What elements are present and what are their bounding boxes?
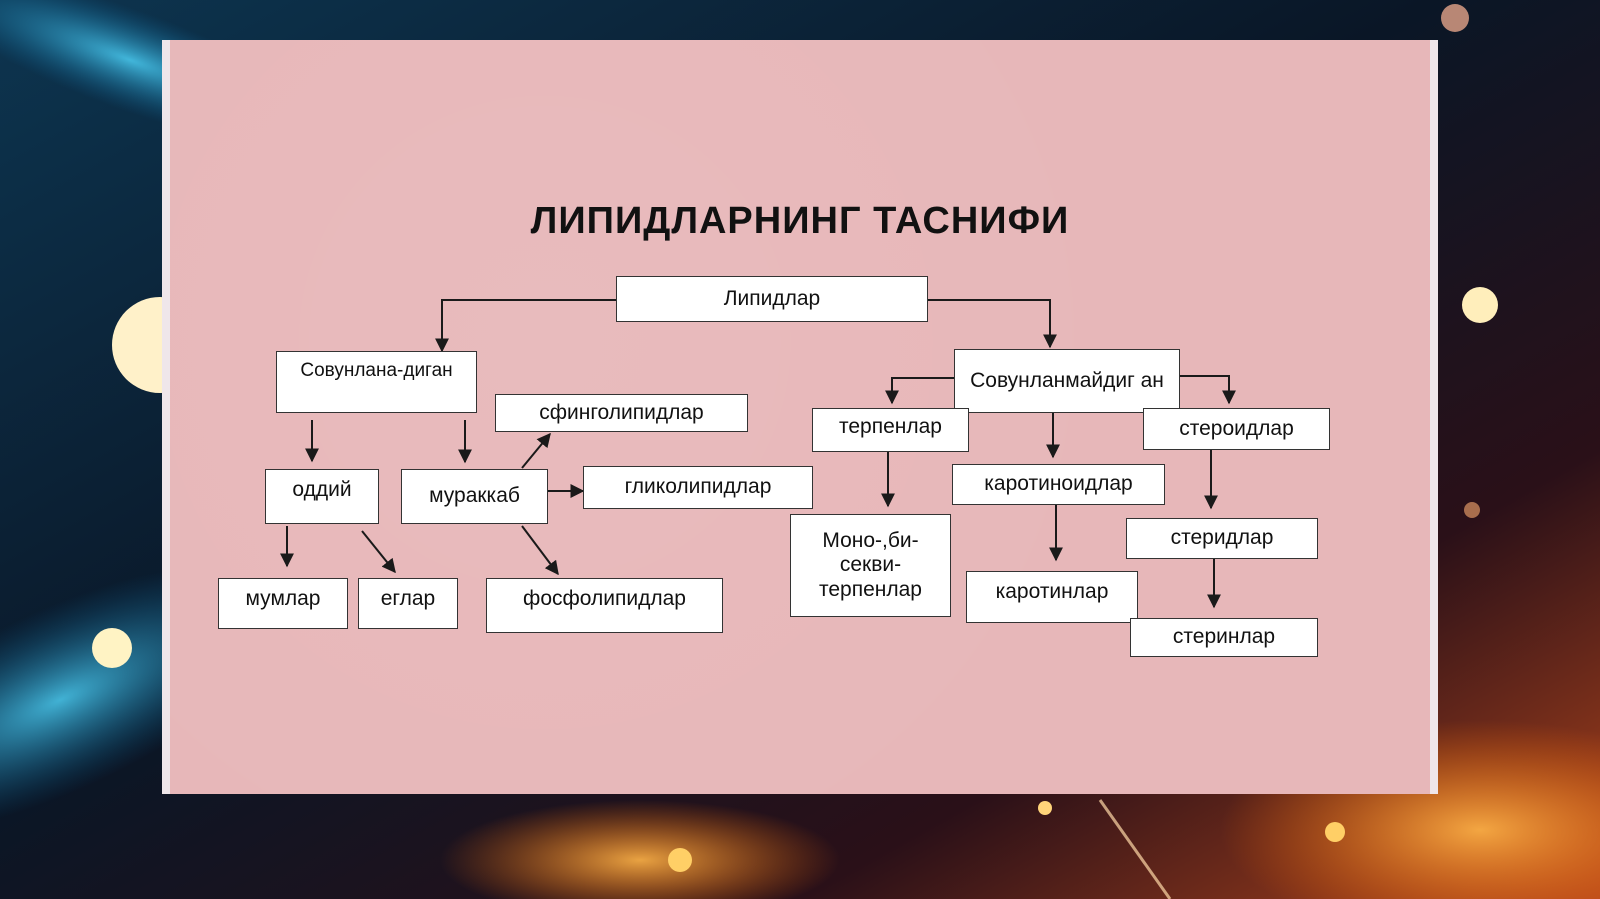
- node-terpenes: терпенлар: [812, 408, 969, 452]
- node-nonsaponifiable: Совунланмайдиг ан: [954, 349, 1180, 413]
- connector-complex-sphingolipids: [521, 432, 551, 469]
- node-carotenes: каротинлар: [966, 571, 1138, 623]
- connector-simple-fats: [361, 530, 396, 574]
- node-complex: мураккаб: [401, 469, 548, 524]
- connector-lipids-saponifiable: [435, 299, 616, 353]
- node-sterides: стеридлар: [1126, 518, 1318, 559]
- diagram-title: ЛИПИДЛАРНИНГ ТАСНИФИ: [530, 200, 1070, 242]
- node-sterols: стеринлар: [1130, 618, 1318, 657]
- slide: ЛИПИДЛАРНИНГ ТАСНИФИ: [162, 40, 1438, 794]
- node-saponifiable: Совунлана-диган: [276, 351, 477, 413]
- node-mono-terpenes: Моно-,би-секви-терпенлар: [790, 514, 951, 617]
- node-steroids: стероидлар: [1143, 408, 1330, 450]
- node-waxes: мумлар: [218, 578, 348, 629]
- node-fats: еглар: [358, 578, 458, 629]
- node-sphingolipids: сфинголипидлар: [495, 394, 748, 432]
- connector-complex-phospholipids: [521, 525, 559, 576]
- connector-nonsaponifiable-terpenes: [885, 377, 954, 405]
- node-lipids: Липидлар: [616, 276, 928, 322]
- connector-nonsaponifiable-steroids: [1178, 375, 1236, 405]
- node-phospholipids: фосфолипидлар: [486, 578, 723, 633]
- node-glycolipids: гликолипидлар: [583, 466, 813, 509]
- node-carotenoids: каротиноидлар: [952, 464, 1165, 505]
- connector-lipids-nonsaponifiable: [928, 299, 1057, 349]
- node-simple: оддий: [265, 469, 379, 524]
- connectors: [280, 299, 1236, 609]
